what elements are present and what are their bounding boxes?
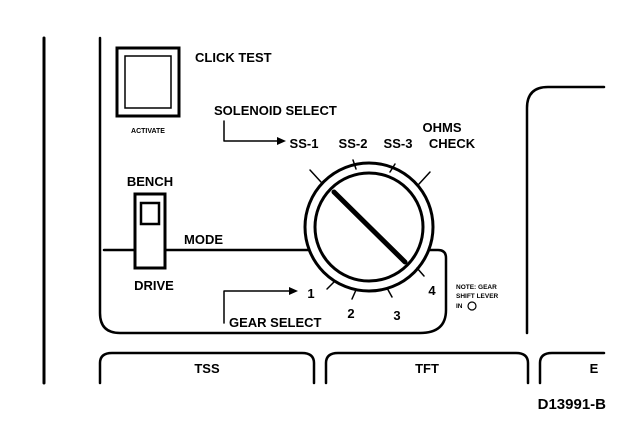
tick-ohms [418,171,431,185]
gear-position-2: 2 [347,306,354,321]
tab-tss[interactable] [98,351,316,385]
right-panel-outline [525,85,606,335]
tick-gear3 [386,287,393,298]
activate-label: ACTIVATE [131,128,165,135]
tick-ss2 [352,159,357,170]
solenoid-select-arrowhead [277,137,286,145]
tick-ss3 [389,163,396,173]
gear-select-arrow [223,290,292,324]
dial-position-ss3: SS-3 [384,136,413,151]
tick-gear4 [416,267,425,277]
tick-ss1 [309,169,322,183]
drive-label: DRIVE [134,278,174,293]
note-line3: IN [456,303,463,310]
note-line2: SHIFT LEVER [456,293,499,300]
ohms-label-line2: CHECK [429,136,476,151]
dial-position-ss1: SS-1 [290,136,319,151]
note-symbol-icon [467,301,477,311]
selector-knob-pointer [331,189,408,265]
mode-section-outline [98,36,448,335]
figure-id: D13991-B [538,396,607,413]
solenoid-select-arrow [223,120,281,142]
note-line1: NOTE: GEAR [456,284,497,291]
dial-position-ss2: SS-2 [339,136,368,151]
selector-knob[interactable] [303,161,435,293]
ohms-label-line1: OHMS [423,120,462,135]
tab-e-label: E [590,361,599,376]
gear-position-4: 4 [428,283,436,298]
click-test-title: CLICK TEST [195,50,272,65]
tab-tft[interactable] [324,351,530,385]
tab-tft-label: TFT [415,361,439,376]
gear-position-1: 1 [307,286,314,301]
tab-tss-label: TSS [194,361,220,376]
solenoid-select-label: SOLENOID SELECT [214,103,337,118]
gear-select-arrowhead [289,287,298,295]
mode-toggle-knob [139,201,161,226]
bench-label: BENCH [127,174,173,189]
tab-e[interactable] [538,351,606,385]
activate-button-face [124,55,172,109]
tick-gear1 [326,280,336,290]
mode-label: MODE [184,232,223,247]
tick-gear2 [351,289,357,300]
gear-position-3: 3 [393,308,400,323]
gear-select-label: GEAR SELECT [229,315,322,330]
